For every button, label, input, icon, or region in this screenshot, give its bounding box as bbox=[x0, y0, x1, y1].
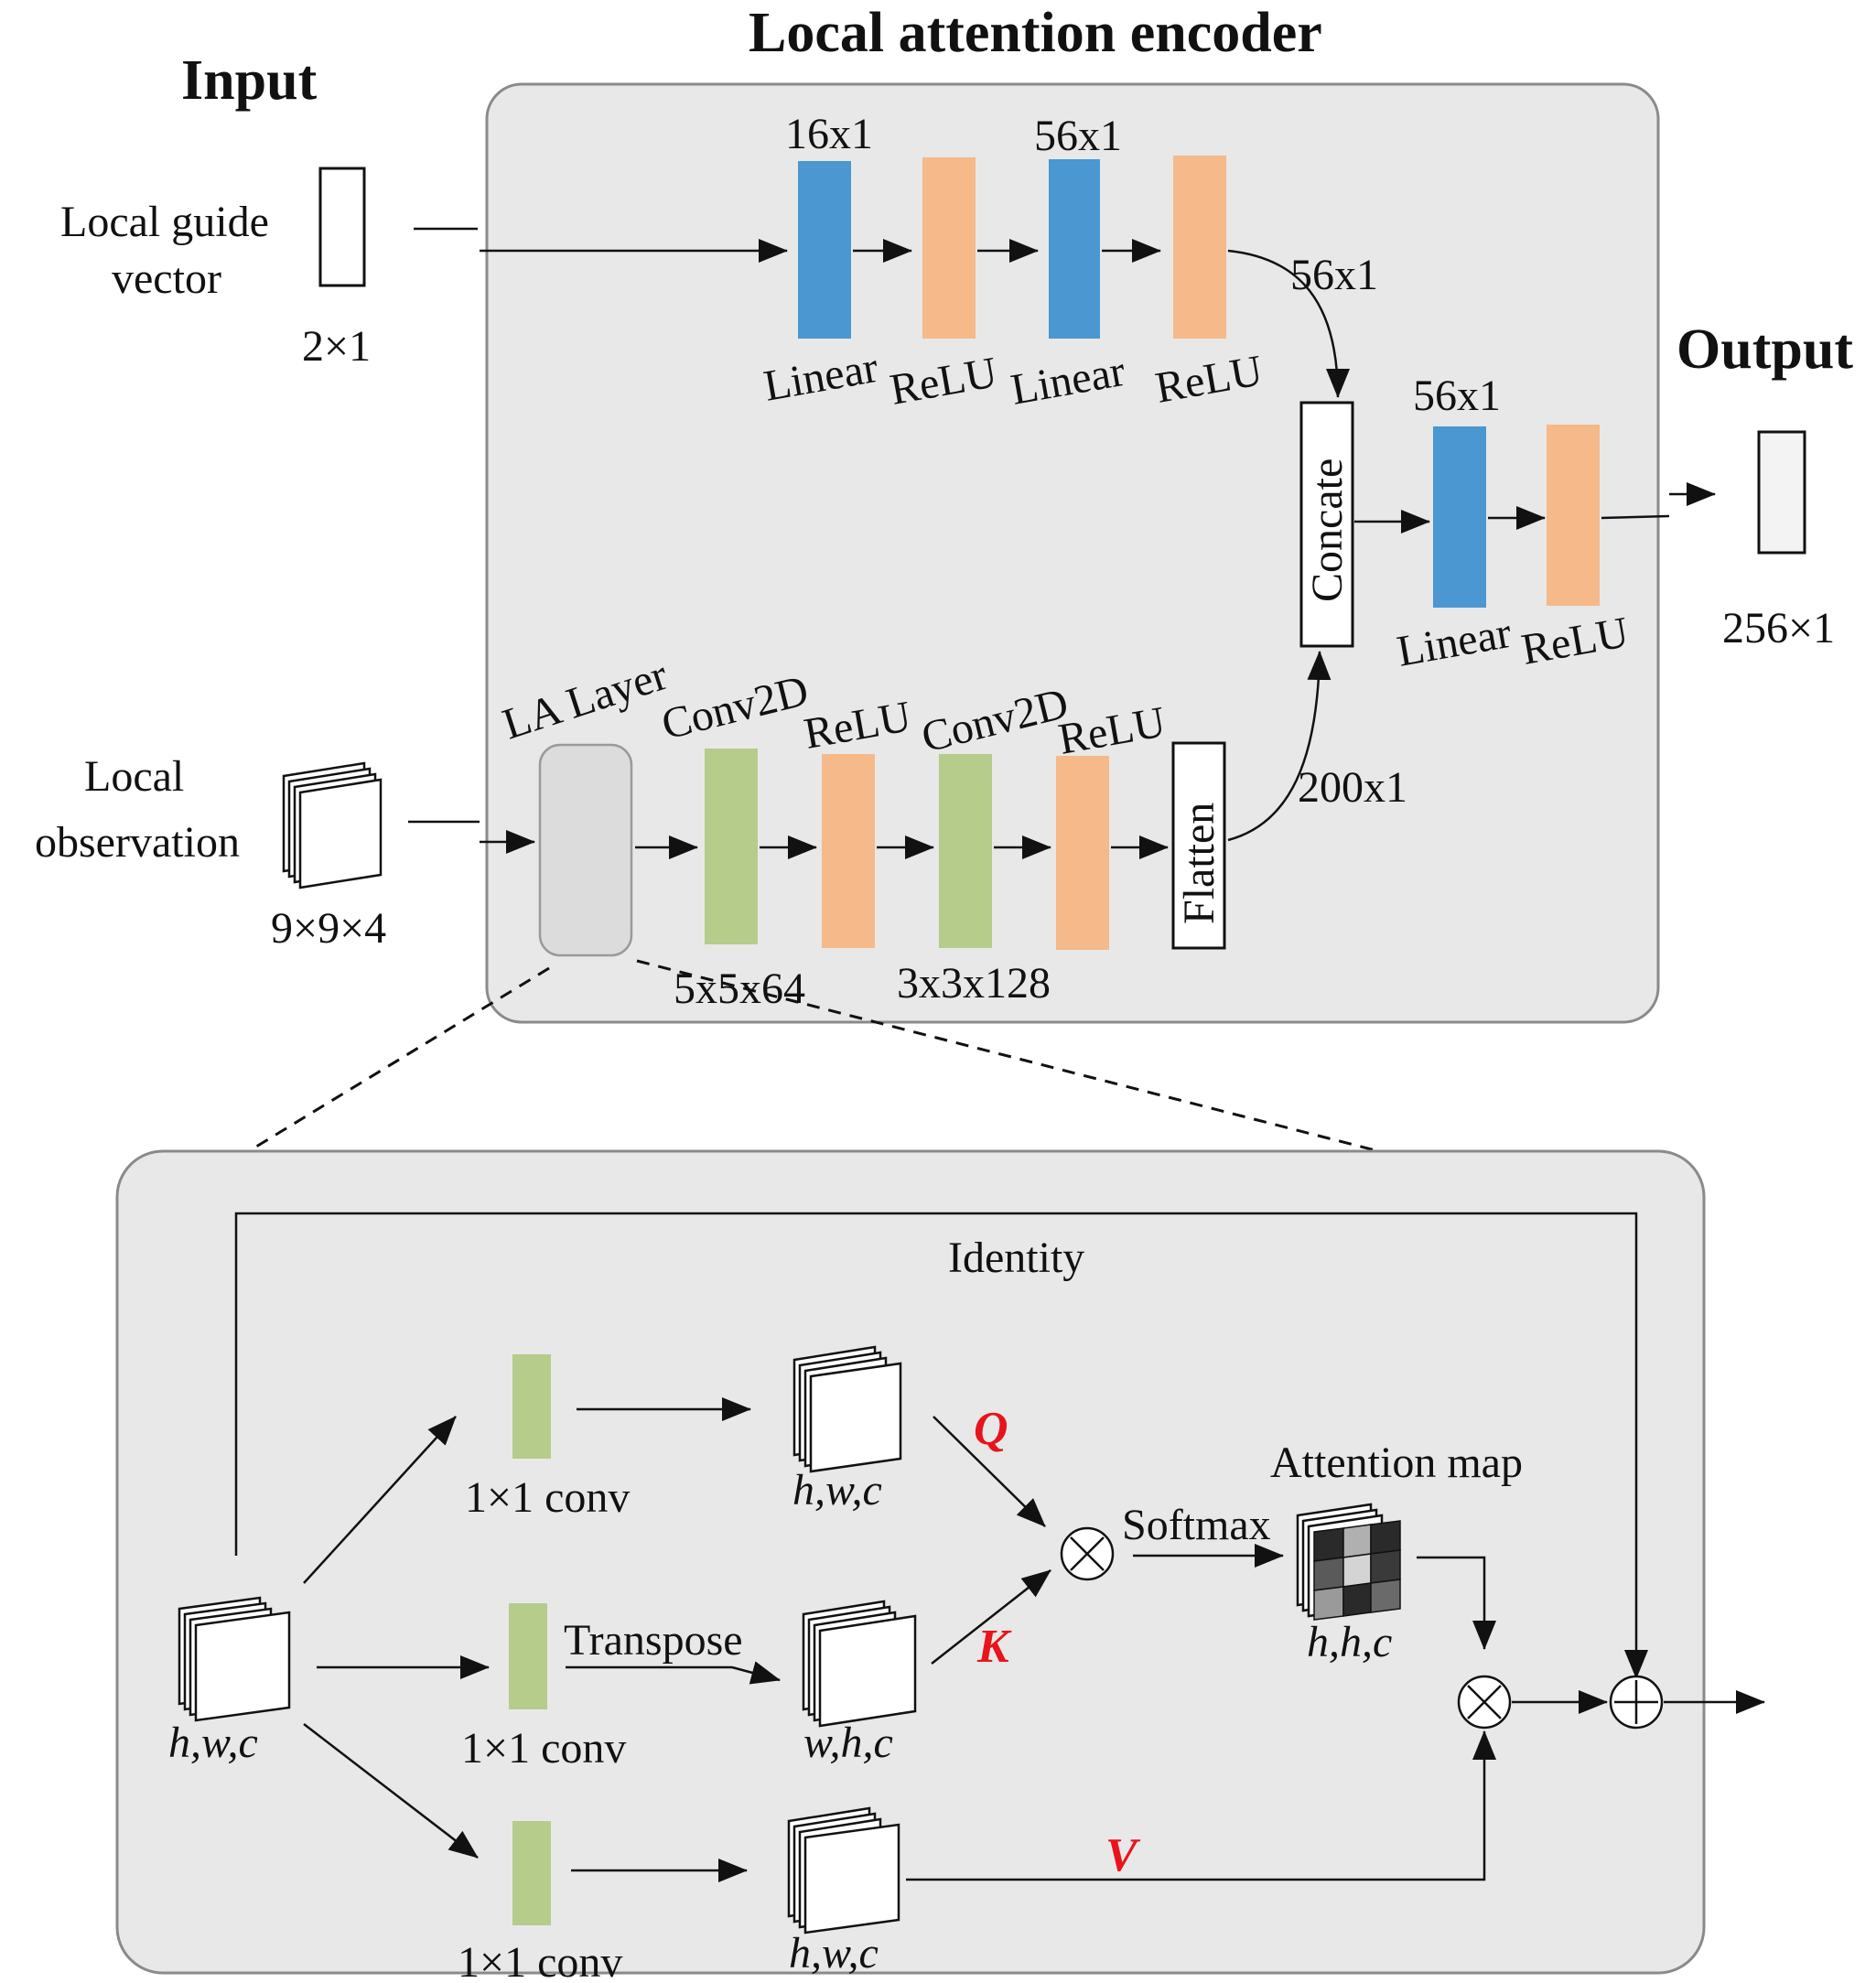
v-feature-dim: h,w,c bbox=[789, 1929, 879, 1978]
arrow-to-conv-v bbox=[303, 1723, 479, 1859]
arrow-transpose-feature bbox=[731, 1661, 781, 1685]
conv-v-label: 1×1 conv bbox=[458, 1938, 622, 1983]
k-label: K bbox=[976, 1621, 1012, 1673]
output-dim: 256×1 bbox=[1722, 604, 1835, 652]
k-feature-dim: w,h,c bbox=[803, 1719, 893, 1767]
linear-block-2 bbox=[1049, 159, 1100, 339]
conv-k-label: 1×1 conv bbox=[461, 1724, 626, 1773]
output-vector-icon bbox=[1757, 430, 1806, 555]
linear-block-1 bbox=[798, 161, 851, 339]
merge-out-line bbox=[1601, 514, 1670, 520]
conv-k-block bbox=[509, 1603, 547, 1709]
merge-dim: 56x1 bbox=[1413, 372, 1501, 420]
arrow-v-mult bbox=[906, 1730, 1496, 1881]
concate-label: Concate bbox=[1303, 458, 1352, 602]
guide-vector-dim: 2×1 bbox=[302, 322, 371, 371]
v-feature-stack-icon bbox=[787, 1806, 900, 1935]
input-feature-dim: h,w,c bbox=[168, 1719, 258, 1767]
conv2-dim: 3x3x128 bbox=[897, 959, 1051, 1008]
conv-q-block bbox=[512, 1354, 551, 1459]
obs-label-line2: observation bbox=[35, 818, 240, 867]
zoom-line-left bbox=[239, 966, 550, 1159]
dim-16x1: 16x1 bbox=[785, 110, 873, 158]
encoder-title: Local attention encoder bbox=[749, 2, 1322, 64]
arrow-q-mult bbox=[933, 1416, 1046, 1527]
transpose-label: Transpose bbox=[564, 1616, 743, 1665]
arrow-to-conv-q bbox=[303, 1416, 457, 1584]
relu-block-1 bbox=[922, 157, 976, 339]
conv2d-block-1 bbox=[705, 749, 758, 944]
q-label: Q bbox=[974, 1403, 1008, 1455]
guide-label-line1: Local guide bbox=[60, 198, 269, 246]
softmax-label: Softmax bbox=[1122, 1501, 1271, 1549]
guide-label-line2: vector bbox=[112, 254, 221, 303]
conv-v-block bbox=[512, 1821, 551, 1925]
la-detail-panel bbox=[115, 1149, 1706, 1975]
multiply-icon-av bbox=[1457, 1675, 1512, 1730]
input-heading: Input bbox=[181, 49, 318, 112]
encoder-panel bbox=[485, 82, 1660, 1024]
conv2d-block-2 bbox=[939, 754, 992, 948]
q-feature-stack-icon bbox=[792, 1345, 902, 1473]
arrow-attn-mult bbox=[1417, 1556, 1496, 1650]
output-heading: Output bbox=[1677, 318, 1853, 381]
attention-map-icon bbox=[1296, 1503, 1401, 1621]
multiply-icon-qk bbox=[1060, 1526, 1115, 1581]
obs-dim: 9×9×4 bbox=[271, 904, 386, 953]
relu-block-b1 bbox=[822, 754, 875, 948]
la-layer-block bbox=[538, 743, 633, 957]
flatten-label: Flatten bbox=[1175, 803, 1224, 924]
dim-56x1: 56x1 bbox=[1034, 112, 1122, 160]
q-feature-dim: h,w,c bbox=[792, 1466, 882, 1514]
conv1-dim: 5x5x64 bbox=[674, 965, 805, 1013]
concate-block bbox=[1299, 401, 1354, 648]
relu-block-b2 bbox=[1056, 756, 1109, 950]
arrow-flatten-concate bbox=[1227, 651, 1332, 842]
attention-map-label: Attention map bbox=[1270, 1439, 1523, 1487]
bottom-branch-out-dim: 200x1 bbox=[1298, 763, 1407, 812]
relu-block-2 bbox=[1173, 156, 1226, 339]
k-feature-stack-icon bbox=[802, 1600, 917, 1728]
arrow-k-mult bbox=[931, 1569, 1051, 1665]
conv-q-label: 1×1 conv bbox=[465, 1473, 630, 1522]
add-icon bbox=[1609, 1675, 1664, 1730]
top-branch-out-dim: 56x1 bbox=[1290, 251, 1378, 299]
merge-relu-block bbox=[1547, 425, 1600, 606]
flatten-block bbox=[1171, 741, 1226, 950]
attention-map-dim: h,h,c bbox=[1307, 1618, 1392, 1666]
arrow-relu2-concate bbox=[1227, 249, 1350, 398]
merge-linear-block bbox=[1433, 426, 1486, 608]
input-feature-stack-icon bbox=[178, 1596, 291, 1722]
guide-vector-icon bbox=[318, 167, 366, 287]
obs-label-line1: Local bbox=[84, 752, 184, 801]
identity-label: Identity bbox=[948, 1234, 1084, 1282]
observation-stack-icon bbox=[282, 761, 383, 889]
v-label: V bbox=[1105, 1829, 1141, 1881]
identity-path bbox=[234, 1212, 1648, 1679]
